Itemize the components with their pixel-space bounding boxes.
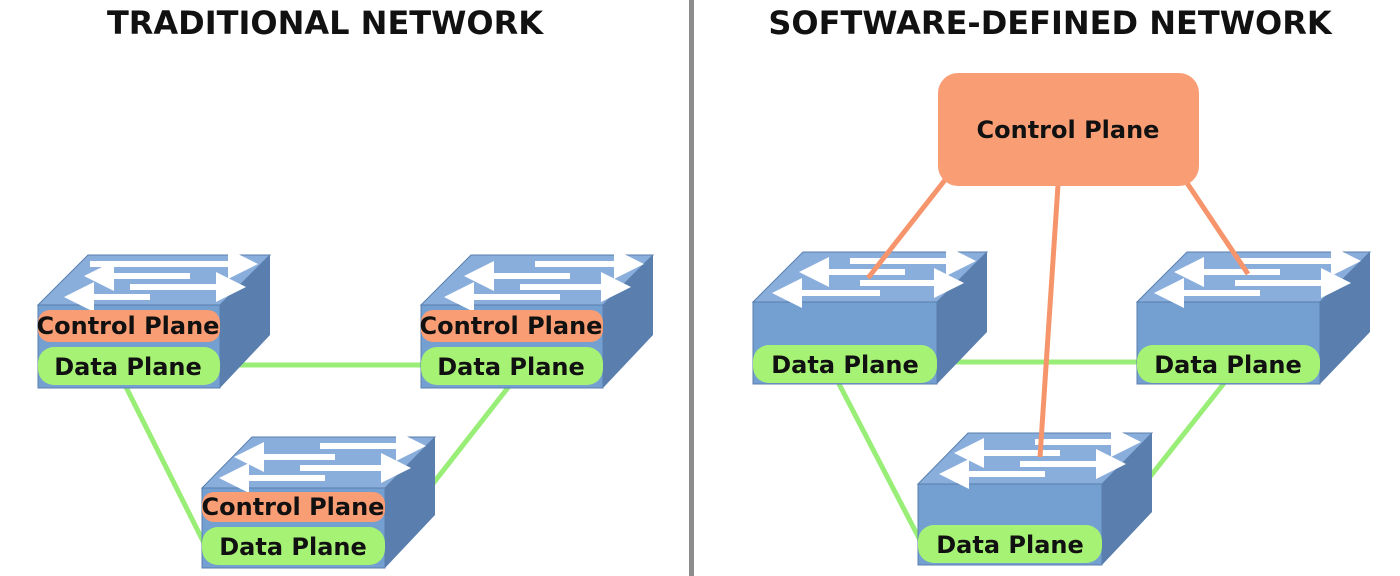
data-plane-bar xyxy=(918,525,1102,563)
sdn-link-left-to-bottom xyxy=(835,380,923,542)
control-link-center xyxy=(1037,184,1061,458)
switch-side xyxy=(1320,252,1370,384)
panel-divider xyxy=(689,0,694,576)
sdn-switch-bottom: Data Plane xyxy=(916,427,1154,566)
traditional-switch-right: Control Plane Data Plane xyxy=(420,249,655,389)
data-plane-label: Data Plane xyxy=(437,353,585,381)
control-plane-label: Control Plane xyxy=(37,312,220,340)
switch-arrows xyxy=(444,249,644,312)
sdn-controller: Control Plane xyxy=(938,73,1199,186)
link-left-to-bottom xyxy=(122,383,208,547)
data-plane-label: Data Plane xyxy=(54,353,202,381)
data-plane-bar xyxy=(753,345,937,383)
data-plane-bar xyxy=(421,347,603,385)
control-plane-label: Control Plane xyxy=(202,493,385,521)
data-plane-label: Data Plane xyxy=(1154,351,1302,379)
sdn-control-links xyxy=(866,178,1251,458)
control-plane-label: Control Plane xyxy=(420,312,603,340)
data-plane-bar xyxy=(38,347,220,385)
controller-box xyxy=(938,73,1199,186)
switch-arrows xyxy=(219,431,426,493)
data-plane-label: Data Plane xyxy=(771,351,919,379)
switch-side xyxy=(220,255,270,388)
data-plane-label: Data Plane xyxy=(936,531,1084,559)
control-link-right xyxy=(1182,178,1251,276)
switch-side xyxy=(603,255,653,388)
control-plane-bar xyxy=(421,310,603,342)
sdn-switch-right: Data Plane xyxy=(1135,246,1372,385)
switch-arrows xyxy=(1154,246,1361,308)
sdn-switch-left: Data Plane xyxy=(751,246,989,385)
data-plane-label: Data Plane xyxy=(219,533,367,561)
control-plane-bar xyxy=(38,310,220,342)
control-link-left xyxy=(866,178,947,280)
traditional-network-title: TRADITIONAL NETWORK xyxy=(106,4,544,42)
data-plane-bar xyxy=(1137,345,1320,383)
switch-side xyxy=(937,252,987,384)
data-plane-bar xyxy=(202,527,385,565)
switch-side xyxy=(385,437,435,568)
sdn-title: SOFTWARE-DEFINED NETWORK xyxy=(768,4,1332,42)
switch-arrows xyxy=(64,249,258,312)
switch-arrows xyxy=(772,246,976,308)
traditional-switch-left: Control Plane Data Plane xyxy=(37,249,272,389)
switch-arrows xyxy=(939,427,1141,489)
control-plane-bar xyxy=(202,492,385,522)
controller-label: Control Plane xyxy=(977,116,1160,144)
switch-side xyxy=(1102,433,1152,565)
traditional-switch-bottom: Control Plane Data Plane xyxy=(200,431,437,569)
